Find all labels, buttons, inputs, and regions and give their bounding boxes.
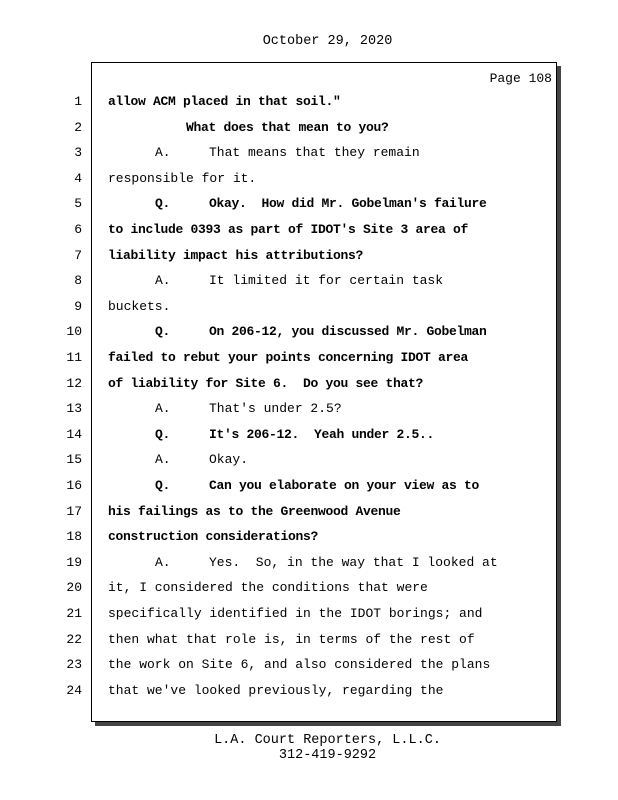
transcript-line: 21 specifically identified in the IDOT bo… xyxy=(0,606,618,626)
speaker-label: Q. xyxy=(155,426,171,442)
line-number: 6 xyxy=(74,222,82,237)
transcript-line: 1 allow ACM placed in that soil." xyxy=(0,94,618,114)
transcript-line: 14 Q. It's 206-12. Yeah under 2.5.. xyxy=(0,427,618,447)
transcript-line: 18 construction considerations? xyxy=(0,529,618,549)
line-text: liability impact his attributions? xyxy=(108,247,364,263)
line-text: construction considerations? xyxy=(108,529,319,545)
transcript-line: 7 liability impact his attributions? xyxy=(0,248,618,268)
line-number: 5 xyxy=(74,196,82,212)
line-number: 10 xyxy=(66,324,82,340)
line-number: 21 xyxy=(66,606,82,621)
line-number: 9 xyxy=(74,298,82,314)
line-number: 12 xyxy=(66,375,82,391)
speaker-label: A. xyxy=(155,401,171,417)
transcript-line: 3 A. That means that they remain xyxy=(0,145,618,165)
transcript-line: 8 A. It limited it for certain task xyxy=(0,273,618,293)
line-text: his failings as to the Greenwood Avenue xyxy=(108,503,401,519)
line-text: buckets. xyxy=(108,298,171,314)
transcript-line: 19 A. Yes. So, in the way that I looked at xyxy=(0,555,618,575)
line-number: 4 xyxy=(74,170,82,186)
line-number: 23 xyxy=(66,657,82,673)
transcript-page xyxy=(91,62,557,722)
page-number: Page 108 xyxy=(489,71,552,86)
line-number: 24 xyxy=(66,682,82,698)
transcript-line: 17 his failings as to the Greenwood Avenu… xyxy=(0,504,618,524)
transcript-line: 24 that we've looked previously, regardin… xyxy=(0,683,618,703)
footer-company: L.A. Court Reporters, L.L.C. xyxy=(214,733,441,748)
line-number: 13 xyxy=(66,401,82,417)
line-number: 22 xyxy=(66,631,82,647)
line-text: Can you elaborate on your view as to xyxy=(209,478,480,493)
line-text: of liability for Site 6. Do you see that… xyxy=(108,375,424,391)
transcript-line: 11 failed to rebut your points concerning… xyxy=(0,350,618,370)
transcript-line: 5 Q. Okay. How did Mr. Gobelman's failure xyxy=(0,196,618,216)
line-text: responsible for it. xyxy=(108,170,257,186)
line-number: 16 xyxy=(66,478,82,493)
speaker-label: A. xyxy=(155,145,171,161)
transcript-line: 4 responsible for it. xyxy=(0,171,618,191)
transcript-line: 12 of liability for Site 6. Do you see th… xyxy=(0,376,618,396)
speaker-label: A. xyxy=(155,273,171,289)
line-text: the work on Site 6, and also considered … xyxy=(108,657,491,673)
line-text: Yes. So, in the way that I looked at xyxy=(209,554,498,570)
line-text: Okay. xyxy=(209,452,249,468)
line-text: allow ACM placed in that soil." xyxy=(108,94,341,109)
line-text: that we've looked previously, regarding … xyxy=(108,682,444,698)
line-text: then what that role is, in terms of the … xyxy=(108,631,475,647)
line-text: That's under 2.5? xyxy=(209,401,342,417)
line-text: It's 206-12. Yeah under 2.5.. xyxy=(209,426,435,442)
line-text: Okay. How did Mr. Gobelman's failure xyxy=(209,196,487,212)
speaker-label: Q. xyxy=(155,324,171,340)
line-number: 20 xyxy=(66,580,82,596)
line-text: On 206-12, you discussed Mr. Gobelman xyxy=(209,324,487,340)
transcript-line: 6 to include 0393 as part of IDOT's Site … xyxy=(0,222,618,242)
speaker-label: A. xyxy=(155,452,171,468)
transcript-line: 16 Q. Can you elaborate on your view as to xyxy=(0,478,618,498)
line-number: 15 xyxy=(66,452,82,468)
line-number: 19 xyxy=(66,554,82,570)
speaker-label: Q. xyxy=(155,196,171,212)
transcript-line: 2 What does that mean to you? xyxy=(0,120,618,140)
line-text: to include 0393 as part of IDOT's Site 3… xyxy=(108,222,469,237)
transcript-line: 13 A. That's under 2.5? xyxy=(0,401,618,421)
line-text: It limited it for certain task xyxy=(209,273,444,289)
line-number: 3 xyxy=(74,145,82,161)
speaker-label: Q. xyxy=(155,478,171,493)
line-number: 1 xyxy=(74,94,82,109)
line-number: 11 xyxy=(66,350,82,365)
transcript-line: 23 the work on Site 6, and also considere… xyxy=(0,657,618,677)
line-text: it, I considered the conditions that wer… xyxy=(108,580,428,596)
transcript-line: 10 Q. On 206-12, you discussed Mr. Gobelma… xyxy=(0,324,618,344)
transcript-line: 20 it, I considered the conditions that w… xyxy=(0,580,618,600)
line-number: 7 xyxy=(74,247,82,263)
line-number: 8 xyxy=(74,273,82,289)
line-text: failed to rebut your points concerning I… xyxy=(108,350,469,365)
line-number: 18 xyxy=(66,529,82,545)
header-date: October 29, 2020 xyxy=(262,34,393,49)
transcript-line: 22 then what that role is, in terms of th… xyxy=(0,632,618,652)
line-number: 17 xyxy=(66,503,82,519)
footer-phone: 312-419-9292 xyxy=(278,748,377,763)
line-text: specifically identified in the IDOT bori… xyxy=(108,606,483,621)
transcript-line: 9 buckets. xyxy=(0,299,618,319)
line-text: What does that mean to you? xyxy=(186,119,389,135)
transcript-line: 15 A. Okay. xyxy=(0,452,618,472)
speaker-label: A. xyxy=(155,554,171,570)
line-number: 2 xyxy=(74,119,82,135)
line-text: That means that they remain xyxy=(209,145,420,161)
line-number: 14 xyxy=(66,426,82,442)
